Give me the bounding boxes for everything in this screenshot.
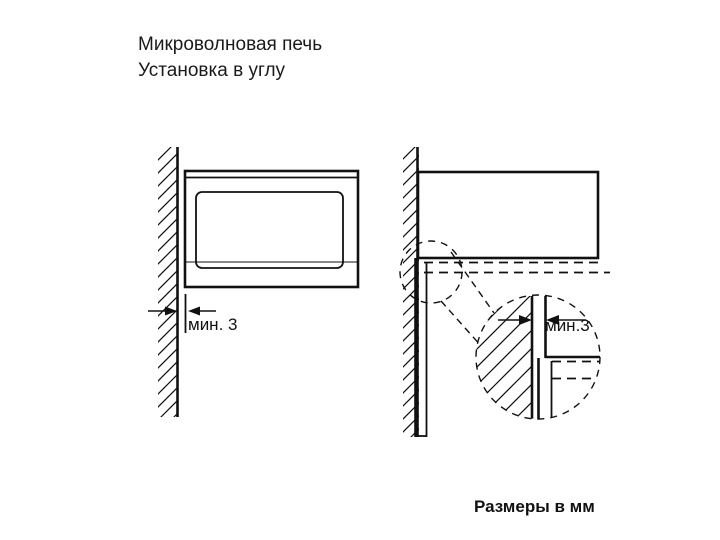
detail-leader-line-upper	[450, 251, 495, 314]
dimension-arrows-detail	[498, 315, 586, 325]
top-view-group: мин.3	[399, 147, 610, 437]
dimension-label-front: мин. 3	[188, 315, 237, 334]
dimension-label-detail: мин.3	[545, 316, 590, 335]
footer-note: Размеры в мм	[474, 497, 595, 516]
detail-circle-small	[399, 240, 463, 304]
title-line-1: Микроволновая печь	[138, 34, 322, 55]
appliance-door-panel	[195, 191, 344, 269]
front-view-group: мин. 3	[148, 147, 360, 417]
detail-circle-large	[475, 294, 601, 420]
dimension-arrows-front	[148, 306, 216, 316]
wall-hatch-right	[403, 147, 419, 437]
detail-view-group: мин.3	[475, 294, 601, 420]
appliance-body-plan	[416, 170, 600, 260]
detail-leader-line-lower	[440, 300, 483, 348]
appliance-outer-frame	[183, 169, 360, 289]
title-line-2: Установка в углу	[138, 60, 286, 81]
